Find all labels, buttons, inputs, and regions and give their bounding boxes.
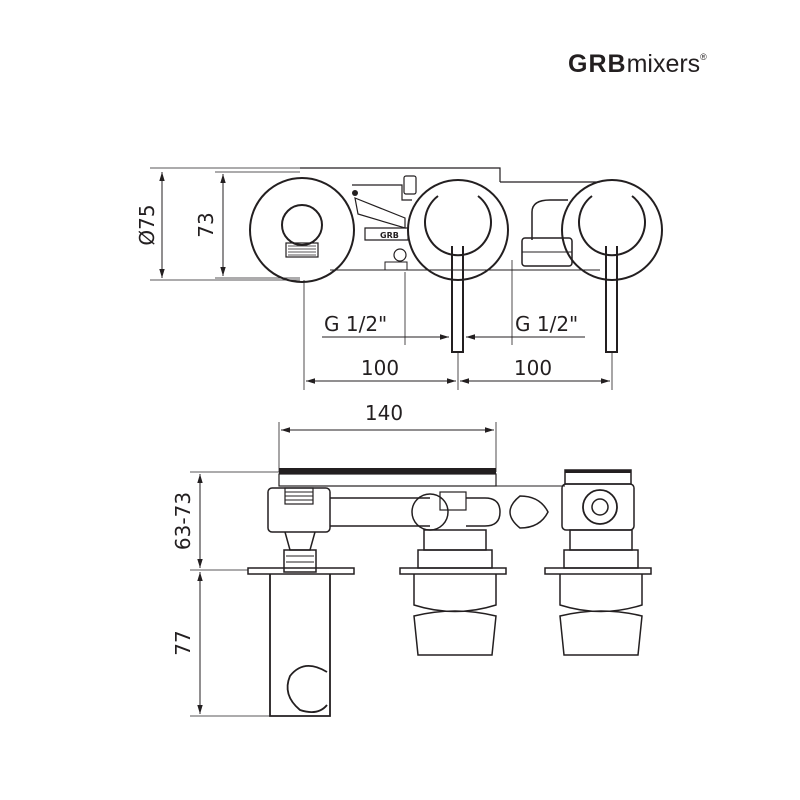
right-valve-body [521, 199, 573, 267]
body-stamp-text: GRB [380, 231, 399, 240]
logo-registered-mark: ® [700, 52, 707, 62]
shower-holder-bracket [269, 574, 331, 717]
logo-brand: GRB [568, 50, 627, 78]
top-mounting-plate-edge [279, 468, 496, 474]
middle-mixer-lever[interactable] [407, 179, 509, 353]
thread-right-label: G 1/2" [515, 312, 578, 336]
top-view: 140 [171, 401, 652, 717]
left-wall-plate [247, 567, 355, 575]
brand-logo: GRBmixers® [568, 50, 707, 79]
spacing-right-label: 100 [514, 356, 552, 380]
top-mounting-plate [278, 473, 497, 487]
valve-body: GRB [352, 175, 417, 271]
thread-left-label: G 1/2" [324, 312, 387, 336]
middle-cartridge-section [399, 529, 507, 656]
depth-range-label: 63-73 [171, 492, 195, 550]
front-mounting-plate [300, 167, 600, 183]
shower-outlet-rosette [249, 177, 355, 283]
connecting-pipe [330, 491, 549, 531]
width-label: 140 [365, 401, 403, 425]
depth-lower-label: 77 [171, 630, 195, 655]
right-mixer-lever[interactable] [561, 179, 663, 353]
diverter-body-section [267, 487, 331, 573]
spacing-left-label: 100 [361, 356, 399, 380]
front-view: GRB Ø75 73 [135, 167, 663, 390]
logo-word: mixers [626, 50, 701, 78]
diameter-label: Ø75 [135, 204, 159, 245]
height-label: 73 [194, 212, 218, 237]
right-cartridge-section [544, 469, 652, 656]
